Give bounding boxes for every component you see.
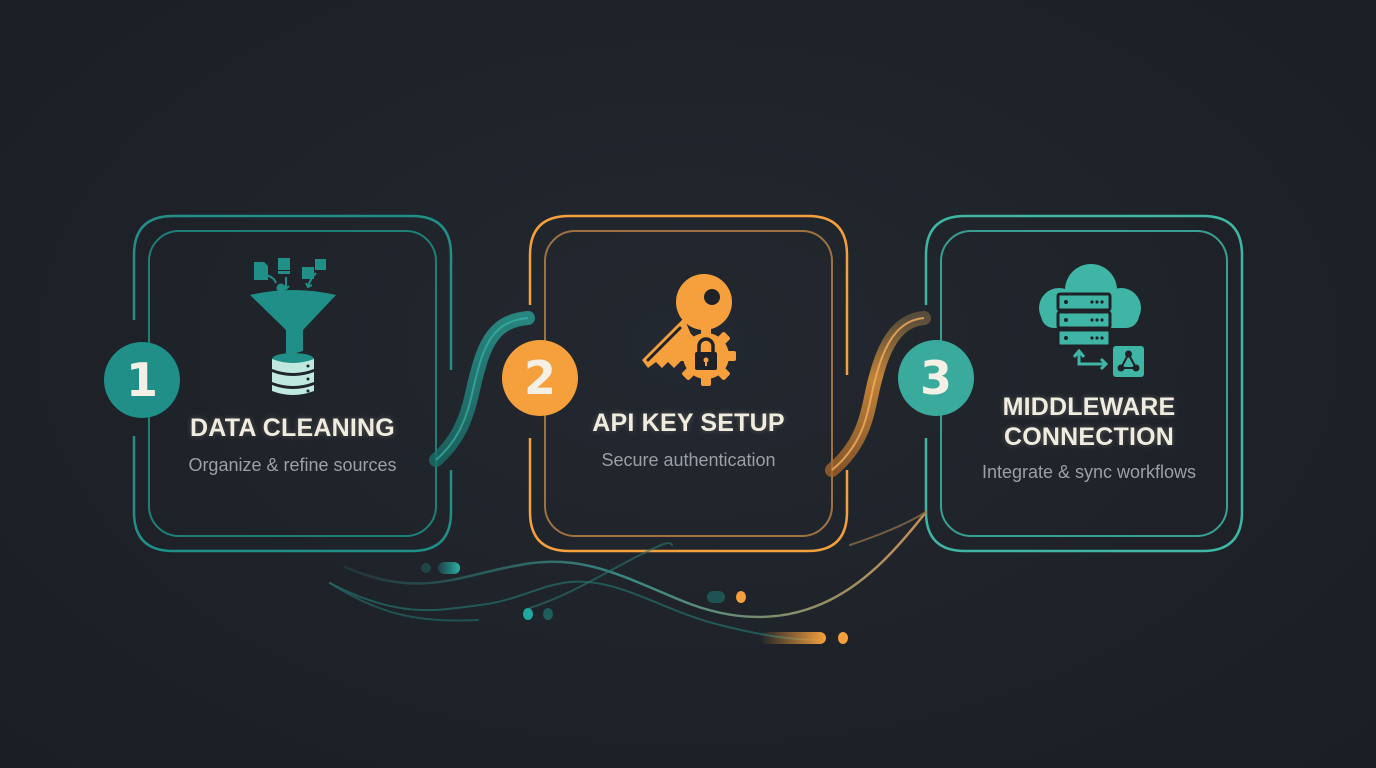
cloud-server-network-icon [1039, 264, 1144, 377]
step-1-card: DATA CLEANING Organize & refine sources [150, 255, 435, 476]
step-1-number: 1 [125, 353, 158, 407]
flow-lines [329, 510, 928, 641]
step-3-number: 3 [919, 351, 952, 405]
step-3-title-line-2: CONNECTION [1003, 423, 1175, 451]
step-3-subtitle: Integrate & sync workflows [981, 462, 1197, 482]
step-3-badge: 3 [898, 340, 974, 416]
step-1-badge: 1 [104, 342, 180, 418]
step-3-title-line-1: MIDDLEWARE [1002, 393, 1176, 421]
step-2-badge: 2 [502, 340, 578, 416]
connector-1-2 [429, 311, 535, 467]
flow-dots [421, 562, 848, 644]
step-3-card: MIDDLEWARE CONNECTION Integrate & sync w… [941, 262, 1237, 483]
funnel-database-icon [249, 258, 336, 395]
step-2-title: API KEY SETUP [592, 409, 785, 437]
step-2-subtitle: Secure authentication [601, 450, 776, 470]
connector-2-3 [825, 311, 931, 477]
step-2-number: 2 [523, 351, 556, 405]
step-1-title: DATA CLEANING [190, 414, 395, 442]
step-1-subtitle: Organize & refine sources [188, 455, 397, 475]
step-2-card: API KEY SETUP Secure authentication [545, 272, 832, 471]
key-gear-lock-icon [641, 274, 736, 386]
